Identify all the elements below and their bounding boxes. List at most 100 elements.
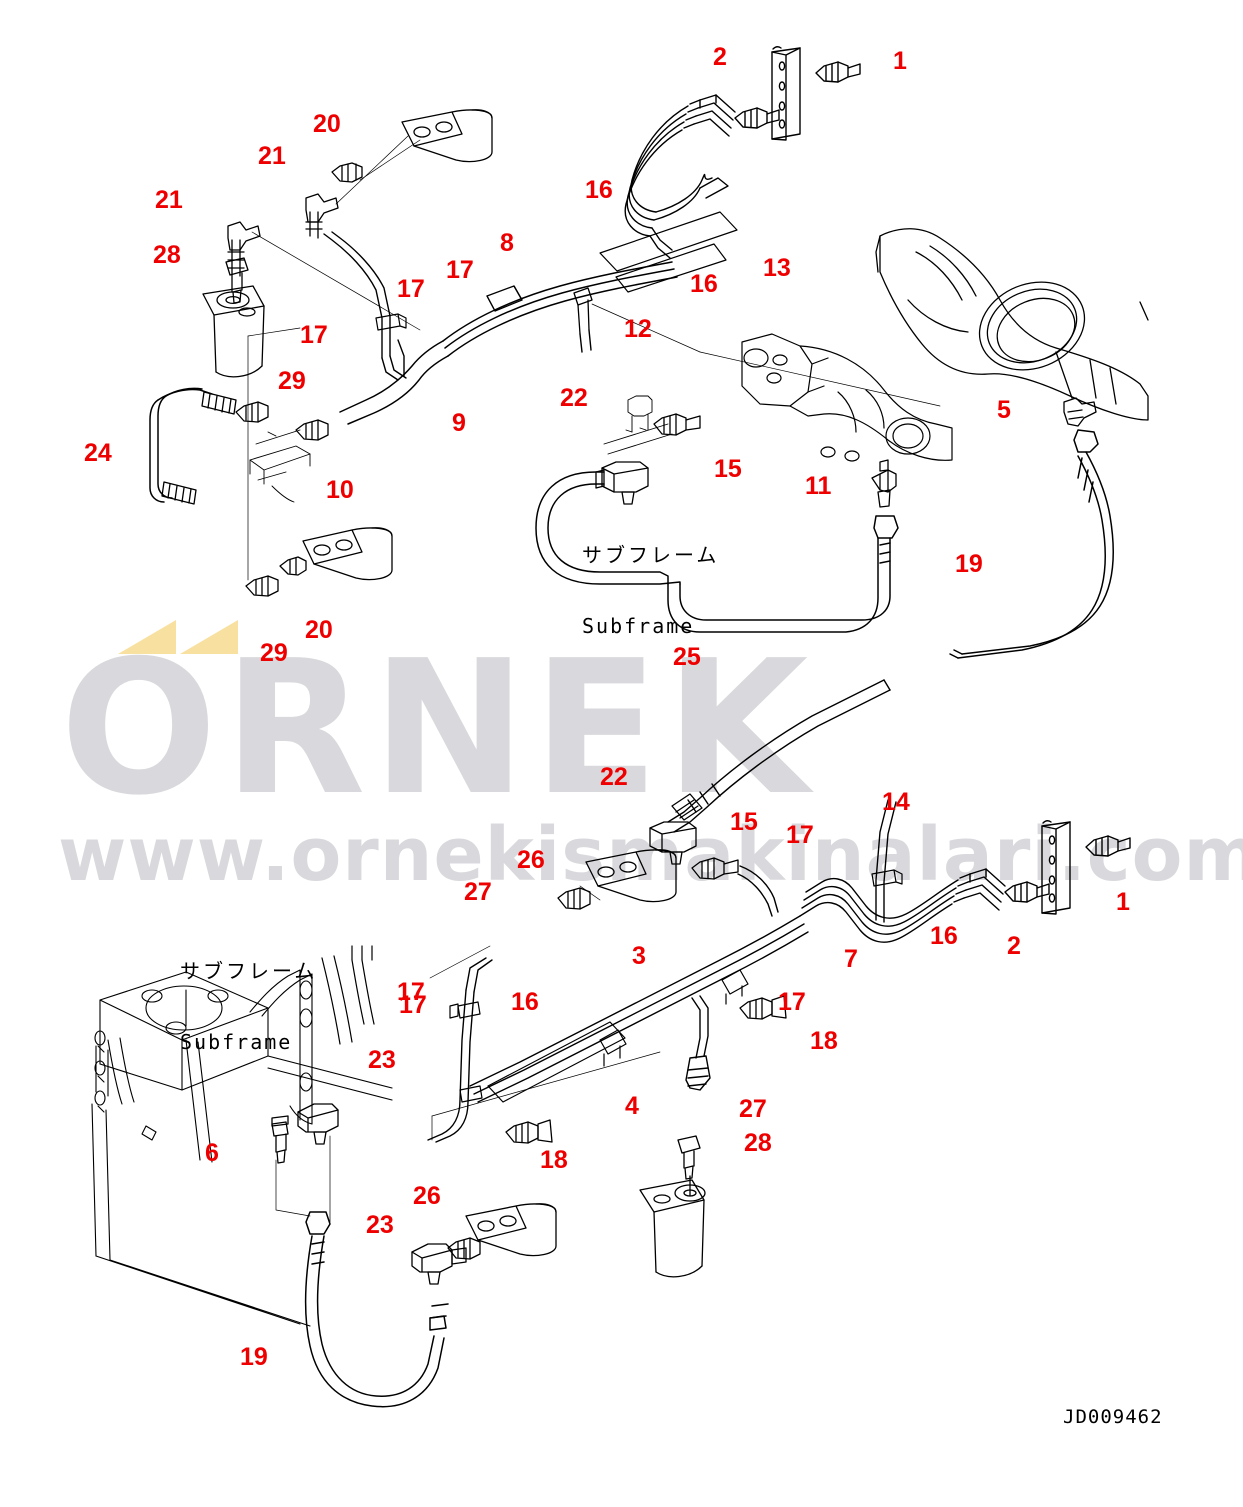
fitting-1-lower <box>1085 835 1131 857</box>
fitting-26-upper <box>557 887 591 910</box>
fitting-2-lower <box>1004 881 1050 903</box>
fitting-15-lower <box>691 857 739 880</box>
callout-15-upper: 15 <box>714 455 742 483</box>
callout-21-left: 21 <box>155 186 183 214</box>
callout-25: 25 <box>673 643 701 671</box>
fitting-6 <box>271 1115 289 1164</box>
hose-15-to-17 <box>737 865 779 917</box>
callout-22-upper: 22 <box>560 384 588 412</box>
band-16-lower <box>487 1021 626 1103</box>
clamp-17-g <box>459 1085 483 1103</box>
callout-19-right: 19 <box>955 550 983 578</box>
hose-19-right <box>949 429 1114 659</box>
subframe-rails-lower-left <box>91 969 393 1327</box>
callout-24: 24 <box>84 439 112 467</box>
callout-18-right: 18 <box>810 1027 838 1055</box>
clamp-17-d <box>871 869 903 887</box>
clamp-17-f <box>721 969 749 1005</box>
callout-2-lower: 2 <box>1007 932 1021 960</box>
callout-3: 3 <box>632 942 646 970</box>
callout-17-b: 17 <box>397 275 425 303</box>
callout-18-left: 18 <box>540 1146 568 1174</box>
tube-run-lower <box>799 877 959 943</box>
bolt-18-left <box>505 1119 553 1144</box>
hose-25-left-loop <box>535 471 681 585</box>
yoke-top-left <box>401 109 493 163</box>
callout-7: 7 <box>844 945 858 973</box>
callout-2-top: 2 <box>713 43 727 71</box>
callout-1-top: 1 <box>893 47 907 75</box>
callout-13: 13 <box>763 254 791 282</box>
hose-bundle-top <box>683 94 736 137</box>
callout-9: 9 <box>452 409 466 437</box>
callout-17-d: 17 <box>786 821 814 849</box>
callout-20-topleft: 20 <box>313 110 341 138</box>
fitting-5 <box>1055 351 1097 427</box>
fitting-22-lower <box>649 821 697 865</box>
pipe-17-vertical <box>323 231 391 359</box>
hose-27-lower <box>685 995 711 1091</box>
callout-28-lower: 28 <box>744 1129 772 1157</box>
tube-9 <box>339 340 449 425</box>
subframe-annotation-upper-english: Subframe <box>582 613 695 638</box>
hose-end-24-bottom <box>161 481 197 505</box>
subframe-structure-lower-left <box>94 971 269 1113</box>
callout-10: 10 <box>326 476 354 504</box>
fitting-1-top <box>815 61 861 83</box>
yoke-bottom-left <box>465 1203 557 1257</box>
bracket-sketch-upper <box>603 395 673 455</box>
hose-bundle-lower <box>953 868 1006 911</box>
subframe-annotation-lower: サブフレーム Subframe <box>180 913 317 1102</box>
fitting-29-upper <box>235 401 269 423</box>
manifold-block-lower <box>1041 820 1071 915</box>
callout-11: 11 <box>805 472 832 500</box>
fitting-2-top <box>734 107 780 129</box>
callout-21-upper: 21 <box>258 142 286 170</box>
pipe-16-left-vertical <box>427 957 493 1143</box>
axle-housing-right <box>875 228 1149 421</box>
subframe-annotation-upper-japanese: サブフレーム <box>582 543 720 568</box>
fitting-20-lower <box>279 556 307 576</box>
clamp-8 <box>486 285 523 312</box>
hose-19-lower-left <box>304 1211 449 1408</box>
callout-16-upperband: 16 <box>585 176 613 204</box>
clamp-17-e <box>449 1001 481 1019</box>
construction-line-c <box>335 135 409 205</box>
callout-17-g: 17 <box>397 978 425 1006</box>
tube-through-subframe <box>321 945 375 1045</box>
callout-8: 8 <box>500 229 514 257</box>
callout-16-mid: 16 <box>690 270 718 298</box>
fitting-28-left <box>225 257 249 304</box>
tube-run-top <box>624 105 689 237</box>
fitting-22-upper <box>595 461 649 505</box>
fitting-28-lower <box>677 1135 701 1180</box>
drawing-number: JD009462 <box>1063 1406 1163 1428</box>
hose-end-24-top <box>201 391 237 415</box>
callout-6: 6 <box>205 1139 219 1167</box>
pipe-17-foot <box>381 339 407 381</box>
construction-line-b <box>247 327 301 581</box>
band-16-upper <box>599 211 738 272</box>
frame-sketch-left <box>249 429 311 503</box>
tube-loop-13 <box>649 173 729 259</box>
yoke-lower-center <box>585 849 677 903</box>
callout-17-a: 17 <box>446 256 474 284</box>
callout-22-lower: 22 <box>600 763 628 791</box>
hose-sleeve-22 <box>671 793 703 821</box>
elbow-23-lower <box>411 1243 467 1285</box>
callout-5: 5 <box>997 396 1011 424</box>
construction-line-a <box>251 231 421 331</box>
subframe-annotation-lower-english: Subframe <box>180 1029 293 1054</box>
bracket-lower-right <box>639 1175 706 1278</box>
callout-12: 12 <box>624 315 652 343</box>
yoke-left-lower <box>302 527 393 581</box>
hose-22-sweep <box>667 679 891 833</box>
callout-20-lower: 20 <box>305 616 333 644</box>
clamp-17-a <box>375 313 407 331</box>
callout-26-lower: 26 <box>413 1182 441 1210</box>
pipe-14 <box>875 799 897 923</box>
callout-27-lower: 27 <box>739 1095 767 1123</box>
callout-29-upper: 29 <box>278 367 306 395</box>
